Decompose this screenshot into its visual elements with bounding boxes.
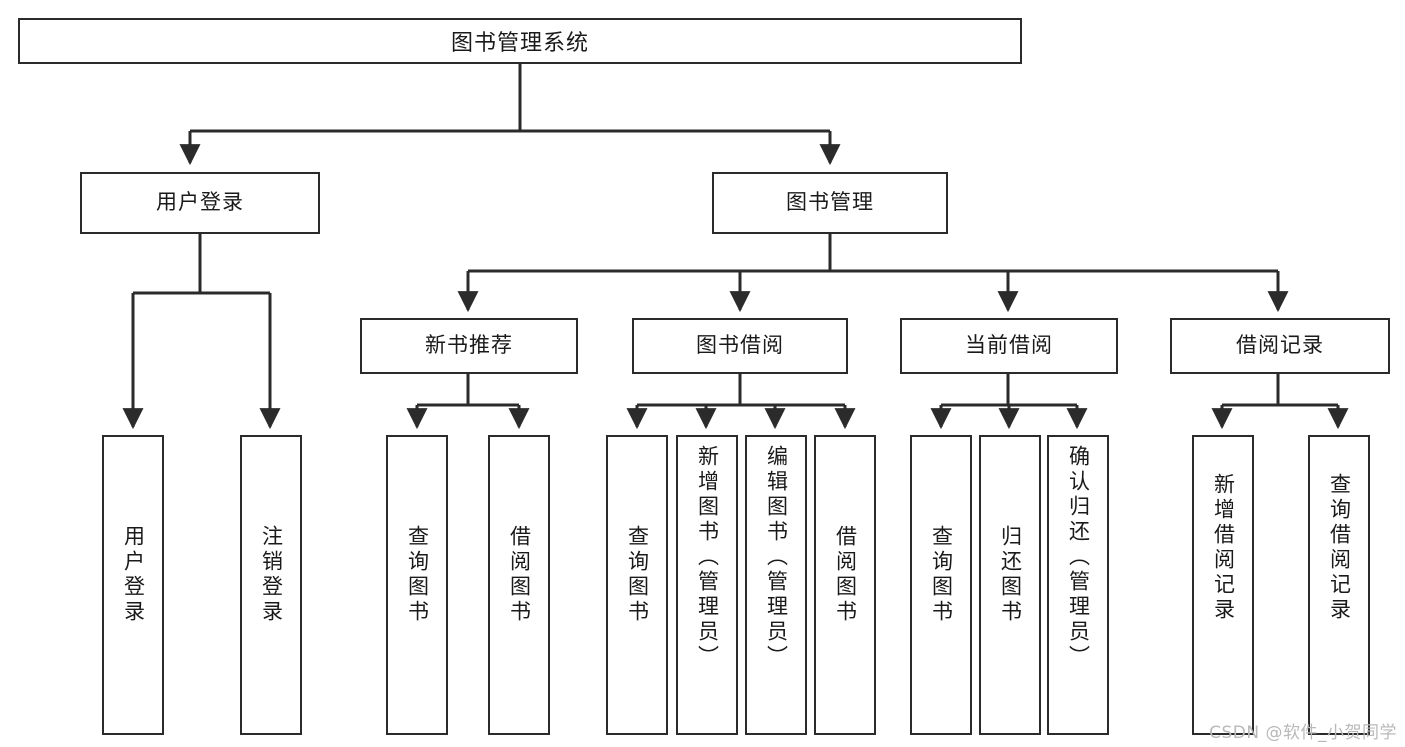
node-leaf-add-book-label: 新增图书（管理员） bbox=[695, 445, 720, 670]
node-leaf-query-book-3[interactable]: 查询图书 bbox=[910, 435, 972, 735]
node-leaf-borrow-book-1[interactable]: 借阅图书 bbox=[488, 435, 550, 735]
node-leaf-user-login-label: 用户登录 bbox=[121, 525, 146, 625]
node-borrow-record-label: 借阅记录 bbox=[1236, 333, 1324, 358]
node-leaf-query-book-2[interactable]: 查询图书 bbox=[606, 435, 668, 735]
node-book-manage-label: 图书管理 bbox=[786, 190, 874, 215]
node-leaf-add-record[interactable]: 新增借阅记录 bbox=[1192, 435, 1254, 735]
node-leaf-logout[interactable]: 注销登录 bbox=[240, 435, 302, 735]
node-leaf-return-book-label: 归还图书 bbox=[998, 525, 1023, 625]
node-leaf-borrow-book-2-label: 借阅图书 bbox=[833, 525, 858, 625]
node-leaf-borrow-book-1-label: 借阅图书 bbox=[507, 525, 532, 625]
node-book-borrow[interactable]: 图书借阅 bbox=[632, 318, 848, 374]
node-leaf-user-login[interactable]: 用户登录 bbox=[102, 435, 164, 735]
node-leaf-add-record-label: 新增借阅记录 bbox=[1211, 473, 1236, 623]
node-leaf-edit-book[interactable]: 编辑图书（管理员） bbox=[745, 435, 807, 735]
node-leaf-query-record[interactable]: 查询借阅记录 bbox=[1308, 435, 1370, 735]
node-current-borrow[interactable]: 当前借阅 bbox=[900, 318, 1118, 374]
node-leaf-confirm-return[interactable]: 确认归还（管理员） bbox=[1047, 435, 1109, 735]
node-new-book-rec-label: 新书推荐 bbox=[425, 333, 513, 358]
node-new-book-rec[interactable]: 新书推荐 bbox=[360, 318, 578, 374]
node-leaf-logout-label: 注销登录 bbox=[259, 525, 284, 625]
node-root[interactable]: 图书管理系统 bbox=[18, 18, 1022, 64]
node-leaf-query-book-1[interactable]: 查询图书 bbox=[386, 435, 448, 735]
node-leaf-edit-book-label: 编辑图书（管理员） bbox=[764, 445, 789, 670]
node-leaf-borrow-book-2[interactable]: 借阅图书 bbox=[814, 435, 876, 735]
node-leaf-add-book[interactable]: 新增图书（管理员） bbox=[676, 435, 738, 735]
node-root-label: 图书管理系统 bbox=[450, 31, 589, 56]
node-user-login-label: 用户登录 bbox=[156, 190, 244, 215]
node-user-login[interactable]: 用户登录 bbox=[80, 172, 320, 234]
csdn-watermark: CSDN @软件_小贺同学 bbox=[1209, 723, 1397, 743]
node-leaf-query-record-label: 查询借阅记录 bbox=[1327, 473, 1352, 623]
node-leaf-query-book-3-label: 查询图书 bbox=[929, 525, 954, 625]
node-book-manage[interactable]: 图书管理 bbox=[712, 172, 948, 234]
node-leaf-query-book-2-label: 查询图书 bbox=[625, 525, 650, 625]
node-book-borrow-label: 图书借阅 bbox=[696, 333, 784, 358]
node-current-borrow-label: 当前借阅 bbox=[965, 333, 1053, 358]
node-leaf-query-book-1-label: 查询图书 bbox=[405, 525, 430, 625]
node-borrow-record[interactable]: 借阅记录 bbox=[1170, 318, 1390, 374]
node-leaf-confirm-return-label: 确认归还（管理员） bbox=[1066, 445, 1091, 670]
node-leaf-return-book[interactable]: 归还图书 bbox=[979, 435, 1041, 735]
